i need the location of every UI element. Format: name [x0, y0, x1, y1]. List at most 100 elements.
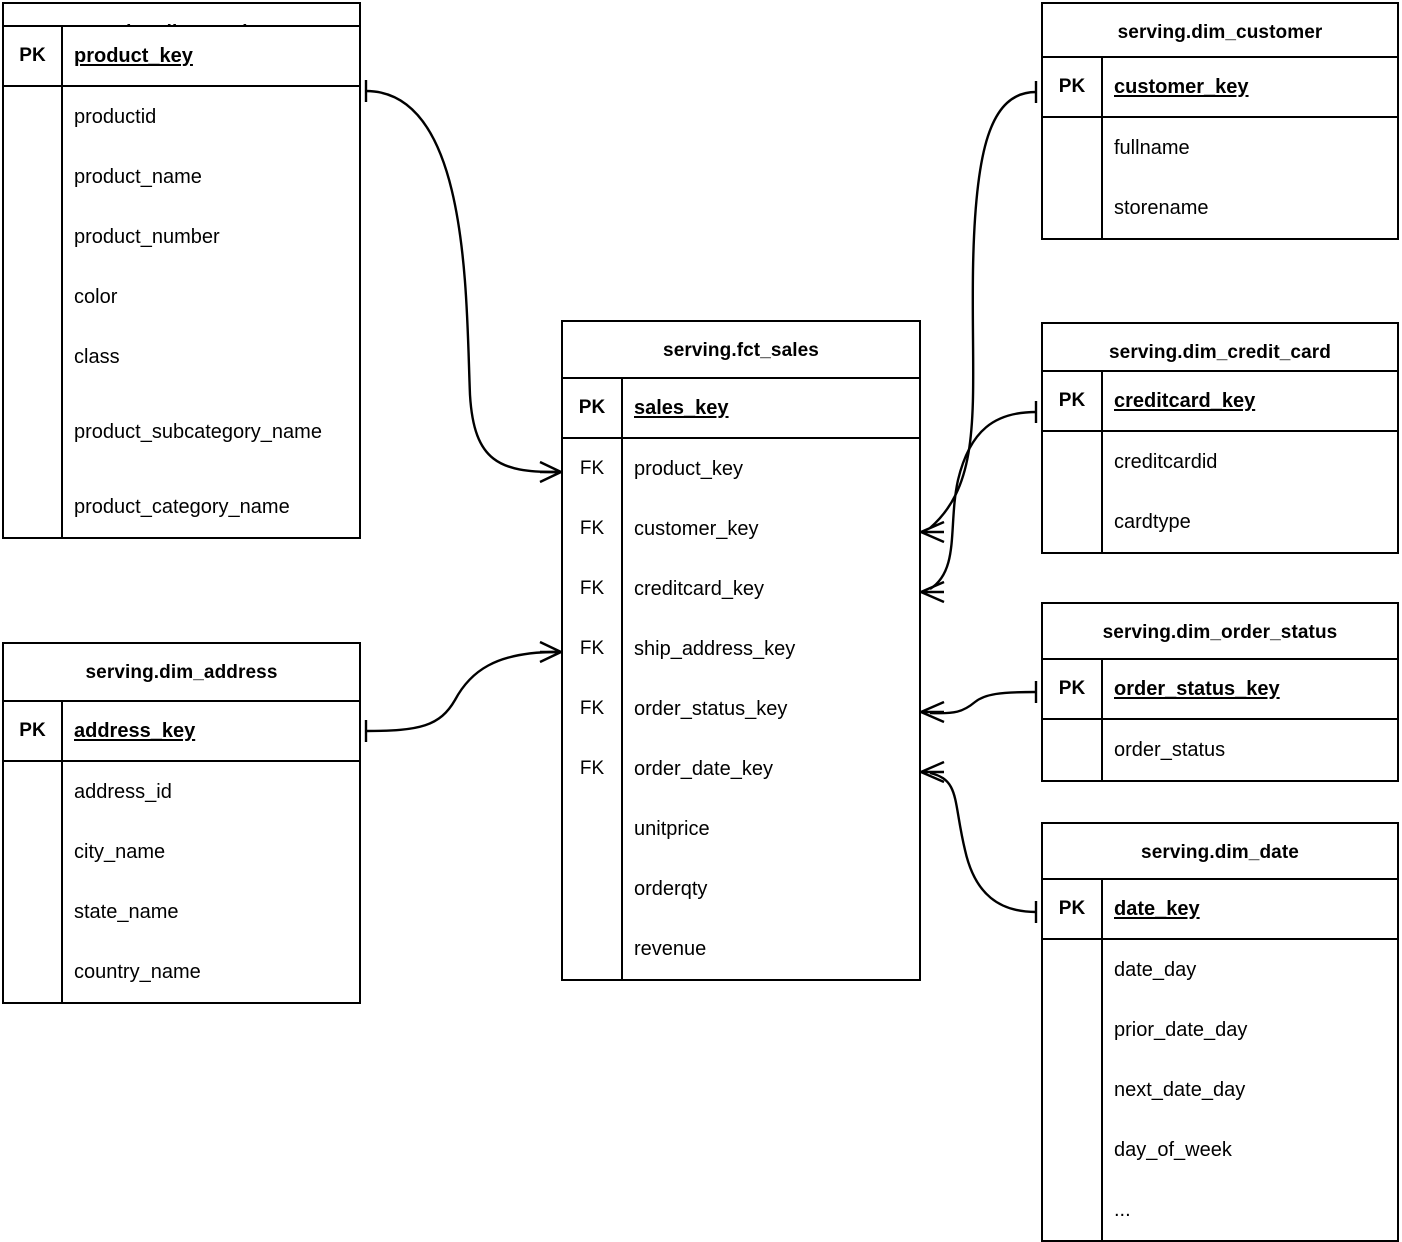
field-name: order_status_key — [634, 698, 788, 720]
entity-row-pk[interactable]: PK product_key — [4, 27, 359, 87]
entity-row-pk[interactable]: PK order_status_key — [1043, 660, 1397, 720]
entity-row[interactable]: creditcardid — [1043, 432, 1397, 492]
field-name: creditcard_key — [1114, 390, 1256, 412]
entity-fct-sales[interactable]: serving.fct_sales PK sales_key FK produc… — [561, 320, 921, 981]
field-name: unitprice — [634, 818, 710, 840]
entity-row[interactable]: next_date_day — [1043, 1060, 1397, 1120]
entity-row[interactable]: product_name — [4, 147, 359, 207]
entity-row-pk[interactable]: PK sales_key — [563, 379, 919, 439]
entity-row[interactable]: state_name — [4, 882, 359, 942]
entity-row[interactable]: FK ship_address_key — [563, 619, 919, 679]
key-badge — [1043, 1120, 1103, 1180]
key-badge-fk: FK — [563, 619, 623, 679]
field-name: productid — [74, 106, 157, 128]
entity-row[interactable]: product_subcategory_name — [4, 387, 359, 477]
entity-row[interactable]: FK product_key — [563, 439, 919, 499]
field-name: creditcardid — [1114, 451, 1218, 473]
entity-rows: PK customer_key fullname storename — [1043, 58, 1397, 238]
entity-rows: PK sales_key FK product_key FK customer_… — [563, 379, 919, 979]
entity-row-pk[interactable]: PK date_key — [1043, 880, 1397, 940]
entity-row[interactable]: FK creditcard_key — [563, 559, 919, 619]
relationship-creditcard — [929, 410, 1037, 591]
entity-row[interactable]: FK order_date_key — [563, 739, 919, 799]
field-name-text: product_subcategory_name — [74, 421, 322, 443]
entity-row-pk[interactable]: PK address_key — [4, 702, 359, 762]
entity-dim-product[interactable]: serving.dim_product PK product_key produ… — [2, 2, 361, 539]
entity-row[interactable]: date_day — [1043, 940, 1397, 1000]
entity-row[interactable]: cardtype — [1043, 492, 1397, 552]
entity-dim-address[interactable]: serving.dim_address PK address_key addre… — [2, 642, 361, 1004]
entity-row-pk[interactable]: PK customer_key — [1043, 58, 1397, 118]
field-name: address_key — [74, 720, 196, 742]
entity-row[interactable]: product_number — [4, 207, 359, 267]
entity-row[interactable]: day_of_week — [1043, 1120, 1397, 1180]
field-name: order_status — [1114, 739, 1226, 761]
entity-row[interactable]: class — [4, 327, 359, 387]
field-name: revenue — [634, 938, 707, 960]
entity-row[interactable]: FK order_status_key — [563, 679, 919, 739]
field-name: city_name — [74, 841, 166, 863]
field-name: order_date_key — [634, 758, 773, 780]
entity-row[interactable]: order_status — [1043, 720, 1397, 780]
entity-title: serving.dim_product — [4, 4, 359, 27]
crowsfoot-address — [539, 640, 562, 664]
key-badge — [563, 919, 623, 979]
key-badge — [1043, 1000, 1103, 1060]
entity-row[interactable]: country_name — [4, 942, 359, 1002]
field-name: product_key — [74, 45, 193, 67]
entity-dim-credit-card[interactable]: serving.dim_credit_card PK creditcard_ke… — [1041, 322, 1399, 554]
entity-row-ellipsis[interactable]: ... — [1043, 1180, 1397, 1240]
entity-row[interactable]: orderqty — [563, 859, 919, 919]
key-badge-pk: PK — [4, 702, 63, 760]
entity-row[interactable]: address_id — [4, 762, 359, 822]
entity-row[interactable]: storename — [1043, 178, 1397, 238]
key-badge-pk: PK — [1043, 58, 1103, 116]
entity-rows: PK creditcard_key creditcardid cardtype — [1043, 372, 1397, 552]
field-name: product_category_name — [74, 496, 290, 518]
entity-row[interactable]: unitprice — [563, 799, 919, 859]
entity-row-pk[interactable]: PK creditcard_key — [1043, 372, 1397, 432]
entity-title: serving.dim_date — [1043, 824, 1397, 880]
field-name: date_day — [1114, 959, 1197, 981]
field-name: product_number — [74, 226, 220, 248]
entity-row[interactable]: fullname — [1043, 118, 1397, 178]
entity-row[interactable]: city_name — [4, 822, 359, 882]
field-name: address_id — [74, 781, 172, 803]
field-name: next_date_day — [1114, 1079, 1246, 1101]
key-badge-pk: PK — [1043, 660, 1103, 718]
entity-dim-order-status[interactable]: serving.dim_order_status PK order_status… — [1041, 602, 1399, 782]
field-name: product_name — [74, 166, 202, 188]
entity-row[interactable]: color — [4, 267, 359, 327]
key-badge — [1043, 940, 1103, 1000]
entity-row[interactable]: product_category_name — [4, 477, 359, 537]
key-badge — [4, 822, 63, 882]
entity-row[interactable]: prior_date_day — [1043, 1000, 1397, 1060]
entity-rows: PK address_key address_id city_name stat… — [4, 702, 359, 1002]
key-badge-fk: FK — [563, 499, 623, 559]
entity-title: serving.dim_credit_card — [1043, 324, 1397, 372]
field-name: orderqty — [634, 878, 708, 900]
field-name: country_name — [74, 961, 201, 983]
crowsfoot-customer — [920, 520, 945, 544]
key-badge — [4, 267, 63, 327]
field-name: creditcard_key — [634, 578, 765, 600]
entity-dim-customer[interactable]: serving.dim_customer PK customer_key ful… — [1041, 2, 1399, 240]
field-name: date_key — [1114, 898, 1200, 920]
entity-rows: PK product_key productid product_name pr… — [4, 27, 359, 537]
key-badge — [4, 387, 63, 477]
entity-row[interactable]: FK customer_key — [563, 499, 919, 559]
field-name: color — [74, 286, 118, 308]
key-badge-fk: FK — [563, 439, 623, 499]
relationship-orderstatus — [929, 690, 1037, 715]
relationship-product — [365, 89, 557, 474]
entity-dim-date[interactable]: serving.dim_date PK date_key date_day pr… — [1041, 822, 1399, 1242]
crowsfoot-orderstatus — [920, 700, 945, 724]
key-badge — [1043, 1180, 1103, 1240]
key-badge — [4, 207, 63, 267]
entity-row[interactable]: productid — [4, 87, 359, 147]
field-name: ... — [1114, 1199, 1131, 1221]
key-badge — [4, 147, 63, 207]
key-badge-fk: FK — [563, 739, 623, 799]
entity-row[interactable]: revenue — [563, 919, 919, 979]
